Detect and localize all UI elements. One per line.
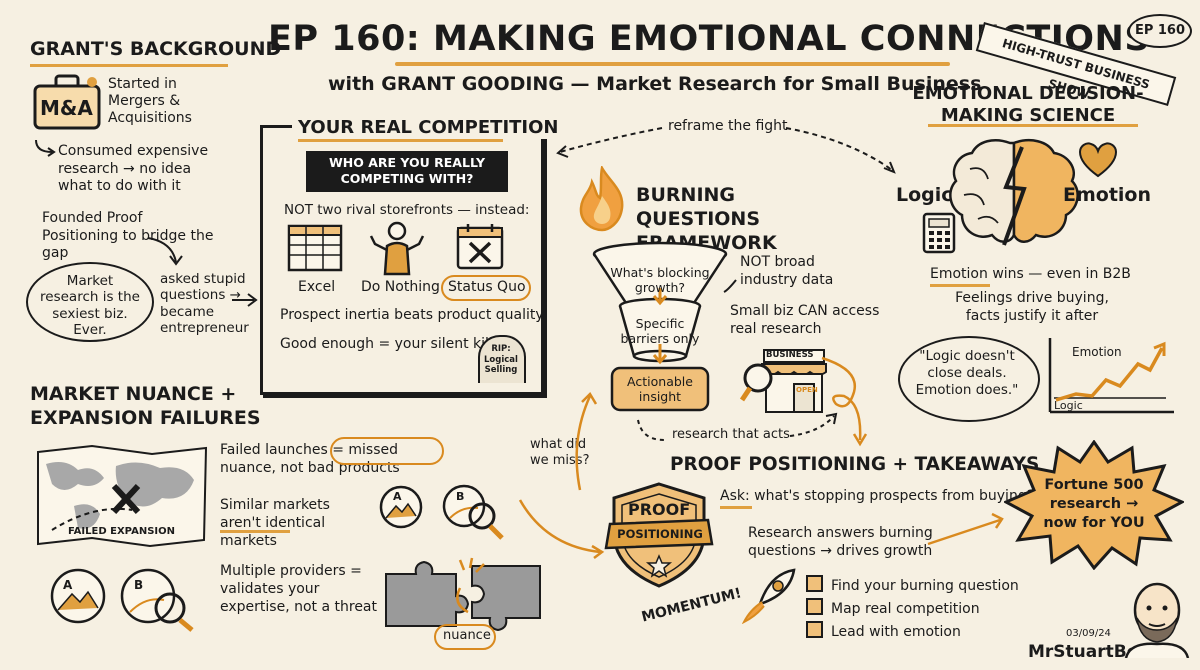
background-heading: GRANT'S BACKGROUND	[30, 38, 282, 60]
checklist-item-3: Lead with emotion	[806, 621, 961, 640]
started-text: Started in Mergers & Acquisitions	[108, 76, 192, 126]
nuance-heading: MARKET NUANCE + EXPANSION FAILURES	[30, 383, 261, 429]
logic-quote-text: "Logic doesn't close deals. Emotion does…	[915, 348, 1019, 398]
fortune-500-starburst	[1002, 439, 1186, 574]
chart-logic-label: Logic	[1054, 399, 1083, 412]
checkbox-icon	[806, 598, 823, 615]
heart-icon	[1078, 142, 1118, 182]
research-funnel	[590, 240, 730, 424]
spreadsheet-icon	[287, 224, 343, 276]
calculator-icon	[922, 212, 956, 258]
market-b-magnifier-icon-2	[118, 566, 198, 638]
flame-icon	[574, 164, 630, 236]
reframe-text: reframe the fight	[668, 118, 788, 134]
funnel-bottom-text: Actionable insight	[627, 374, 693, 404]
stupid-questions-text: asked stupid questions → became entrepre…	[160, 271, 249, 337]
small-biz-text: Small biz CAN access real research	[730, 303, 880, 337]
ask-underline	[720, 506, 752, 509]
rocket-icon	[740, 568, 796, 628]
emotion-wins-text: Emotion wins — even in B2B	[930, 266, 1131, 282]
emotional-heading: EMOTIONAL DECISION-MAKING SCIENCE	[912, 83, 1144, 126]
nuance-tag-pill	[434, 624, 496, 650]
inertia-text: Prospect inertia beats product quality	[280, 307, 544, 323]
storefront-icon	[739, 348, 830, 418]
page-subtitle: with GRANT GOODING — Market Research for…	[328, 73, 982, 95]
badge-line2: POSITIONING	[617, 527, 703, 541]
background-heading-underline	[30, 64, 228, 67]
quote-bubble-sexiest	[26, 262, 154, 342]
competition-heading: YOUR REAL COMPETITION	[292, 117, 565, 139]
brain-icon	[944, 135, 1084, 259]
founded-text: Founded Proof Positioning to bridge the …	[42, 210, 214, 261]
badge-line1: PROOF	[628, 500, 691, 519]
tombstone-icon	[478, 335, 526, 383]
logic-label: Logic	[896, 184, 953, 206]
calendar-x-icon	[455, 222, 505, 276]
chart-emotion-label: Emotion	[1072, 345, 1122, 359]
funnel-mid-text: Specific barriers only	[620, 316, 700, 346]
checklist-item-1: Find your burning question	[806, 575, 1019, 594]
store-sign-text: BUSINESS	[766, 350, 814, 360]
consumed-text: Consumed expensive research → no idea wh…	[58, 143, 209, 194]
not-rivals-text: NOT two rival storefronts — instead:	[284, 202, 530, 218]
date-text: 03/09/24	[1066, 628, 1111, 639]
tombstone-text: RIP: Logical Selling	[484, 344, 518, 376]
funnel-top-text: What's blocking growth?	[610, 265, 710, 295]
identical-underline	[220, 530, 290, 533]
market-b-label-2: B	[134, 578, 144, 592]
status-quo-circle	[441, 275, 531, 301]
option-status-quo: Status Quo	[448, 279, 526, 295]
option-do-nothing: Do Nothing	[361, 279, 440, 295]
failed-expansion-map	[34, 444, 210, 552]
market-a-label: A	[393, 490, 402, 503]
title-underline	[395, 62, 950, 66]
checkbox-icon	[806, 575, 823, 592]
quote-bubble-logic	[898, 336, 1040, 422]
emotional-heading-underline	[928, 124, 1138, 127]
market-b-magnifier-icon	[440, 482, 508, 546]
research-acts-text: research that acts	[672, 427, 790, 442]
checklist-item-2: Map real competition	[806, 598, 980, 617]
feelings-text: Feelings drive buying, facts justify it …	[955, 290, 1109, 324]
option-excel: Excel	[298, 279, 336, 295]
competition-heading-underline	[298, 139, 503, 142]
map-label: FAILED EXPANSION	[68, 526, 175, 537]
fortune-text: Fortune 500 research → now for YOU	[1043, 477, 1145, 531]
not-broad-text: NOT broad industry data	[740, 254, 834, 288]
multiple-providers-text: Multiple providers = validates your expe…	[220, 563, 377, 616]
takeaways-heading: PROOF POSITIONING + TAKEAWAYS	[670, 454, 1040, 475]
author-avatar	[1120, 578, 1194, 662]
briefcase-label: M&A	[40, 96, 93, 120]
shrugging-person-icon	[367, 220, 427, 280]
emotion-label: Emotion	[1063, 184, 1152, 206]
emotion-wins-underline	[930, 284, 990, 287]
research-answers-text: Research answers burning questions → dri…	[748, 525, 933, 560]
missed-nuance-circle	[330, 437, 444, 465]
competing-question-banner: WHO ARE YOU REALLY COMPETING WITH?	[306, 151, 508, 192]
what-miss-text: what did we miss?	[530, 437, 590, 468]
proof-positioning-badge	[604, 480, 714, 594]
similar-text: Similar markets aren't identical markets	[220, 497, 330, 550]
checkbox-icon	[806, 621, 823, 638]
emotion-logic-chart	[1046, 336, 1176, 420]
episode-badge: EP 160	[1128, 14, 1192, 48]
bubble-text: Market research is the sexiest biz. Ever…	[40, 273, 140, 339]
puzzle-pieces-icon	[380, 556, 550, 636]
briefcase-icon: M&A	[32, 74, 102, 130]
author-signature: MrStuartBell	[1028, 642, 1150, 662]
market-b-label: B	[456, 490, 465, 503]
market-a-label-2: A	[63, 578, 73, 592]
nuance-tag-text: nuance	[443, 628, 491, 643]
market-a-icon	[378, 484, 424, 534]
market-a-icon-2	[48, 566, 108, 630]
ask-text: Ask: what's stopping prospects from buyi…	[720, 488, 1035, 504]
good-enough-text: Good enough = your silent killer	[280, 336, 508, 352]
store-open-text: OPEN	[796, 386, 818, 394]
